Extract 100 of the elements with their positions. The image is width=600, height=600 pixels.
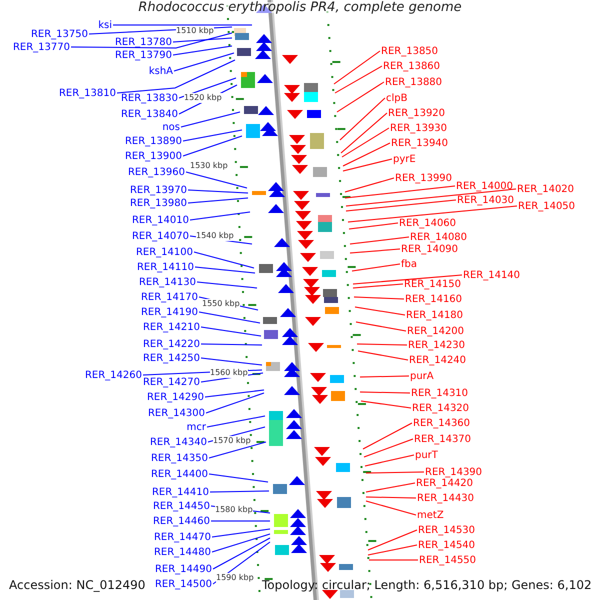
- gene-label: RER_14400: [150, 469, 208, 480]
- gene-label: RER_14220: [142, 339, 200, 350]
- gene-label: RER_14480: [154, 547, 211, 558]
- leader-line: [348, 206, 518, 222]
- leader-line: [340, 98, 386, 140]
- leader-line: [200, 326, 262, 336]
- gene-label: RER_14140: [463, 270, 520, 281]
- gene-label: purA: [410, 371, 434, 382]
- gene-label: RER_14020: [517, 184, 574, 195]
- gene-label: RER_13990: [395, 173, 452, 184]
- gene-label: RER_14360: [413, 418, 470, 429]
- scale-label: 1580 kbp: [215, 505, 253, 515]
- leader-line: [210, 490, 270, 492]
- gene-label: RER_13960: [128, 167, 185, 178]
- gene-label: RER_14080: [410, 232, 468, 243]
- gene-label: RER_14130: [138, 277, 196, 288]
- gene-label: RER_14550: [419, 555, 476, 566]
- gene-label: RER_14370: [414, 434, 472, 445]
- leader-line: [356, 344, 408, 346]
- leader-line: [178, 78, 236, 98]
- gene-label: RER_14190: [140, 307, 198, 318]
- gene-label: RER_13880: [385, 77, 442, 88]
- leader-line: [70, 32, 232, 48]
- gene-label: RER_13940: [391, 138, 448, 149]
- leader-line: [208, 474, 268, 482]
- gene-label: RER_14300: [148, 408, 205, 419]
- scale-label: 1530 kbp: [190, 161, 228, 171]
- gene-label: RER_13970: [130, 185, 187, 196]
- leader-line: [336, 82, 384, 112]
- gene-label: RER_14030: [457, 195, 514, 206]
- gene-label: RER_14050: [518, 201, 576, 212]
- leader-line: [172, 46, 232, 56]
- leader-line: [194, 252, 254, 268]
- gene-label: RER_14490: [154, 564, 212, 575]
- gene-label: RER_14430: [417, 493, 474, 504]
- leader-line: [200, 358, 262, 366]
- leader-line: [212, 534, 270, 552]
- leader-line: [210, 520, 270, 522]
- gene-label: RER_13850: [381, 46, 438, 57]
- scale-label: 1590 kbp: [216, 573, 254, 583]
- gene-label: RER_13900: [124, 151, 182, 162]
- gene-label: RER_14170: [140, 292, 198, 303]
- leader-line: [198, 312, 260, 324]
- leader-line: [204, 390, 264, 398]
- leader-line: [366, 482, 416, 492]
- leader-line: [366, 496, 416, 498]
- leader-line: [366, 472, 424, 474]
- leader-line: [186, 172, 248, 188]
- gene-label: RER_14500: [154, 579, 212, 590]
- scale-label: 1560 kbp: [210, 368, 248, 378]
- accession-note: Accession: NC_012490: [9, 578, 146, 592]
- leader-line: [200, 344, 262, 346]
- leader-line: [356, 322, 406, 332]
- leader-line: [342, 142, 390, 166]
- gene-label: RER_14310: [411, 388, 468, 399]
- leader-line: [188, 190, 248, 194]
- gene-label: RER_14100: [136, 247, 193, 258]
- leader-line: [366, 500, 416, 516]
- gene-label: RER_14540: [418, 540, 476, 551]
- gene-label: RER_13890: [124, 136, 182, 147]
- leader-line: [112, 24, 252, 26]
- leader-line: [344, 186, 456, 198]
- gene-label: RER_14530: [418, 525, 476, 536]
- gene-label: clpB: [386, 93, 408, 104]
- leader-line: [182, 130, 242, 142]
- gene-label: RER_13920: [388, 108, 446, 119]
- leader-line: [196, 282, 258, 288]
- leader-line: [350, 248, 400, 254]
- leader-line: [174, 52, 234, 72]
- leader-line: [360, 392, 410, 394]
- gene-label: nos: [162, 122, 180, 133]
- gene-label: RER_14150: [404, 279, 462, 290]
- scale-label: 1570 kbp: [213, 436, 251, 446]
- gene-label: ksi: [98, 20, 112, 31]
- leader-line: [368, 544, 418, 556]
- gene-label: pyrE: [393, 154, 416, 165]
- scale-label: 1550 kbp: [202, 299, 240, 309]
- leader-line: [180, 112, 240, 128]
- scale-label: 1510 kbp: [176, 26, 214, 36]
- leader-line: [346, 188, 516, 206]
- gene-label: RER_13770: [12, 42, 70, 53]
- gene-label: RER_14210: [142, 322, 200, 333]
- leader-line: [206, 392, 264, 414]
- leader-line: [188, 198, 248, 204]
- leader-line: [348, 222, 398, 230]
- leader-line: [206, 416, 266, 428]
- leader-line: [334, 66, 382, 94]
- gene-label: mcr: [186, 422, 206, 433]
- leader-line: [340, 112, 388, 154]
- leader-line: [342, 158, 392, 172]
- gene-label: RER_14240: [409, 355, 466, 366]
- gene-label: RER_14160: [405, 294, 462, 305]
- leader-line: [364, 454, 414, 466]
- gene-label: RER_14070: [132, 231, 189, 242]
- gene-label: RER_14180: [406, 310, 464, 321]
- gene-label: RER_14230: [408, 340, 466, 351]
- leader-line: [344, 178, 394, 192]
- gene-label: purT: [415, 450, 438, 461]
- leader-line: [352, 274, 462, 284]
- gene-label: RER_13780: [114, 37, 172, 48]
